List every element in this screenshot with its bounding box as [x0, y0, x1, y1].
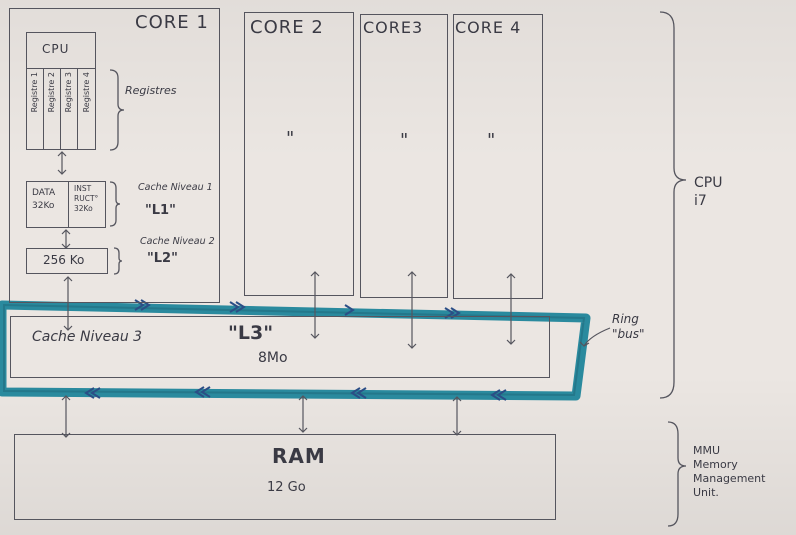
register-3	[61, 68, 78, 150]
register-3-label: Registre 3	[64, 72, 73, 113]
l1-inst-label: INST RUCT° 32Ko	[74, 184, 99, 213]
core-4-box	[453, 14, 543, 299]
ram-size: 12 Go	[267, 480, 306, 495]
register-2	[44, 68, 61, 150]
l3-size: 8Mo	[258, 350, 288, 366]
core-1-label: CORE 1	[135, 12, 209, 33]
core-3-mark: "	[400, 130, 410, 151]
core-2-box	[244, 12, 354, 296]
connection-arrows	[57, 151, 611, 438]
core-3-label: CORE3	[363, 18, 424, 37]
register-4-label: Registre 4	[82, 72, 91, 113]
ring-bus-inner	[3, 303, 586, 397]
ram-box	[14, 434, 556, 520]
l1-divider	[68, 181, 69, 228]
mmu-label: MMU Memory Management Unit.	[693, 444, 766, 499]
cpu-label: CPU	[42, 42, 70, 56]
ring-bus-label: Ring "bus"	[612, 312, 645, 341]
core-1-box	[9, 8, 220, 303]
registers-note: Registres	[125, 84, 177, 97]
l1-tag: "L1"	[145, 203, 176, 218]
core-2-mark: "	[286, 128, 296, 149]
ram-label: RAM	[272, 444, 326, 468]
register-1-label: Registre 1	[30, 72, 39, 113]
l3-box	[10, 316, 550, 378]
l2-size: 256 Ko	[43, 253, 85, 267]
l2-note: Cache Niveau 2	[140, 236, 215, 247]
cpu-i7-label: CPU i7	[694, 175, 723, 209]
l1-box	[26, 181, 106, 228]
core-3-box	[360, 14, 448, 298]
l3-tag: "L3"	[228, 322, 274, 344]
core-4-label: CORE 4	[455, 18, 522, 37]
l3-label: Cache Niveau 3	[32, 329, 143, 345]
braces	[109, 11, 687, 527]
ring-direction-marks	[84, 299, 507, 401]
registers-box	[26, 68, 96, 150]
core-2-label: CORE 2	[250, 17, 324, 38]
l2-tag: "L2"	[147, 251, 178, 266]
l2-box	[26, 248, 108, 274]
core-4-mark: "	[487, 130, 497, 151]
l1-note: Cache Niveau 1	[138, 182, 213, 193]
register-1	[26, 68, 44, 150]
l1-data-label: DATA 32Ko	[32, 188, 56, 211]
register-2-label: Registre 2	[47, 72, 56, 113]
